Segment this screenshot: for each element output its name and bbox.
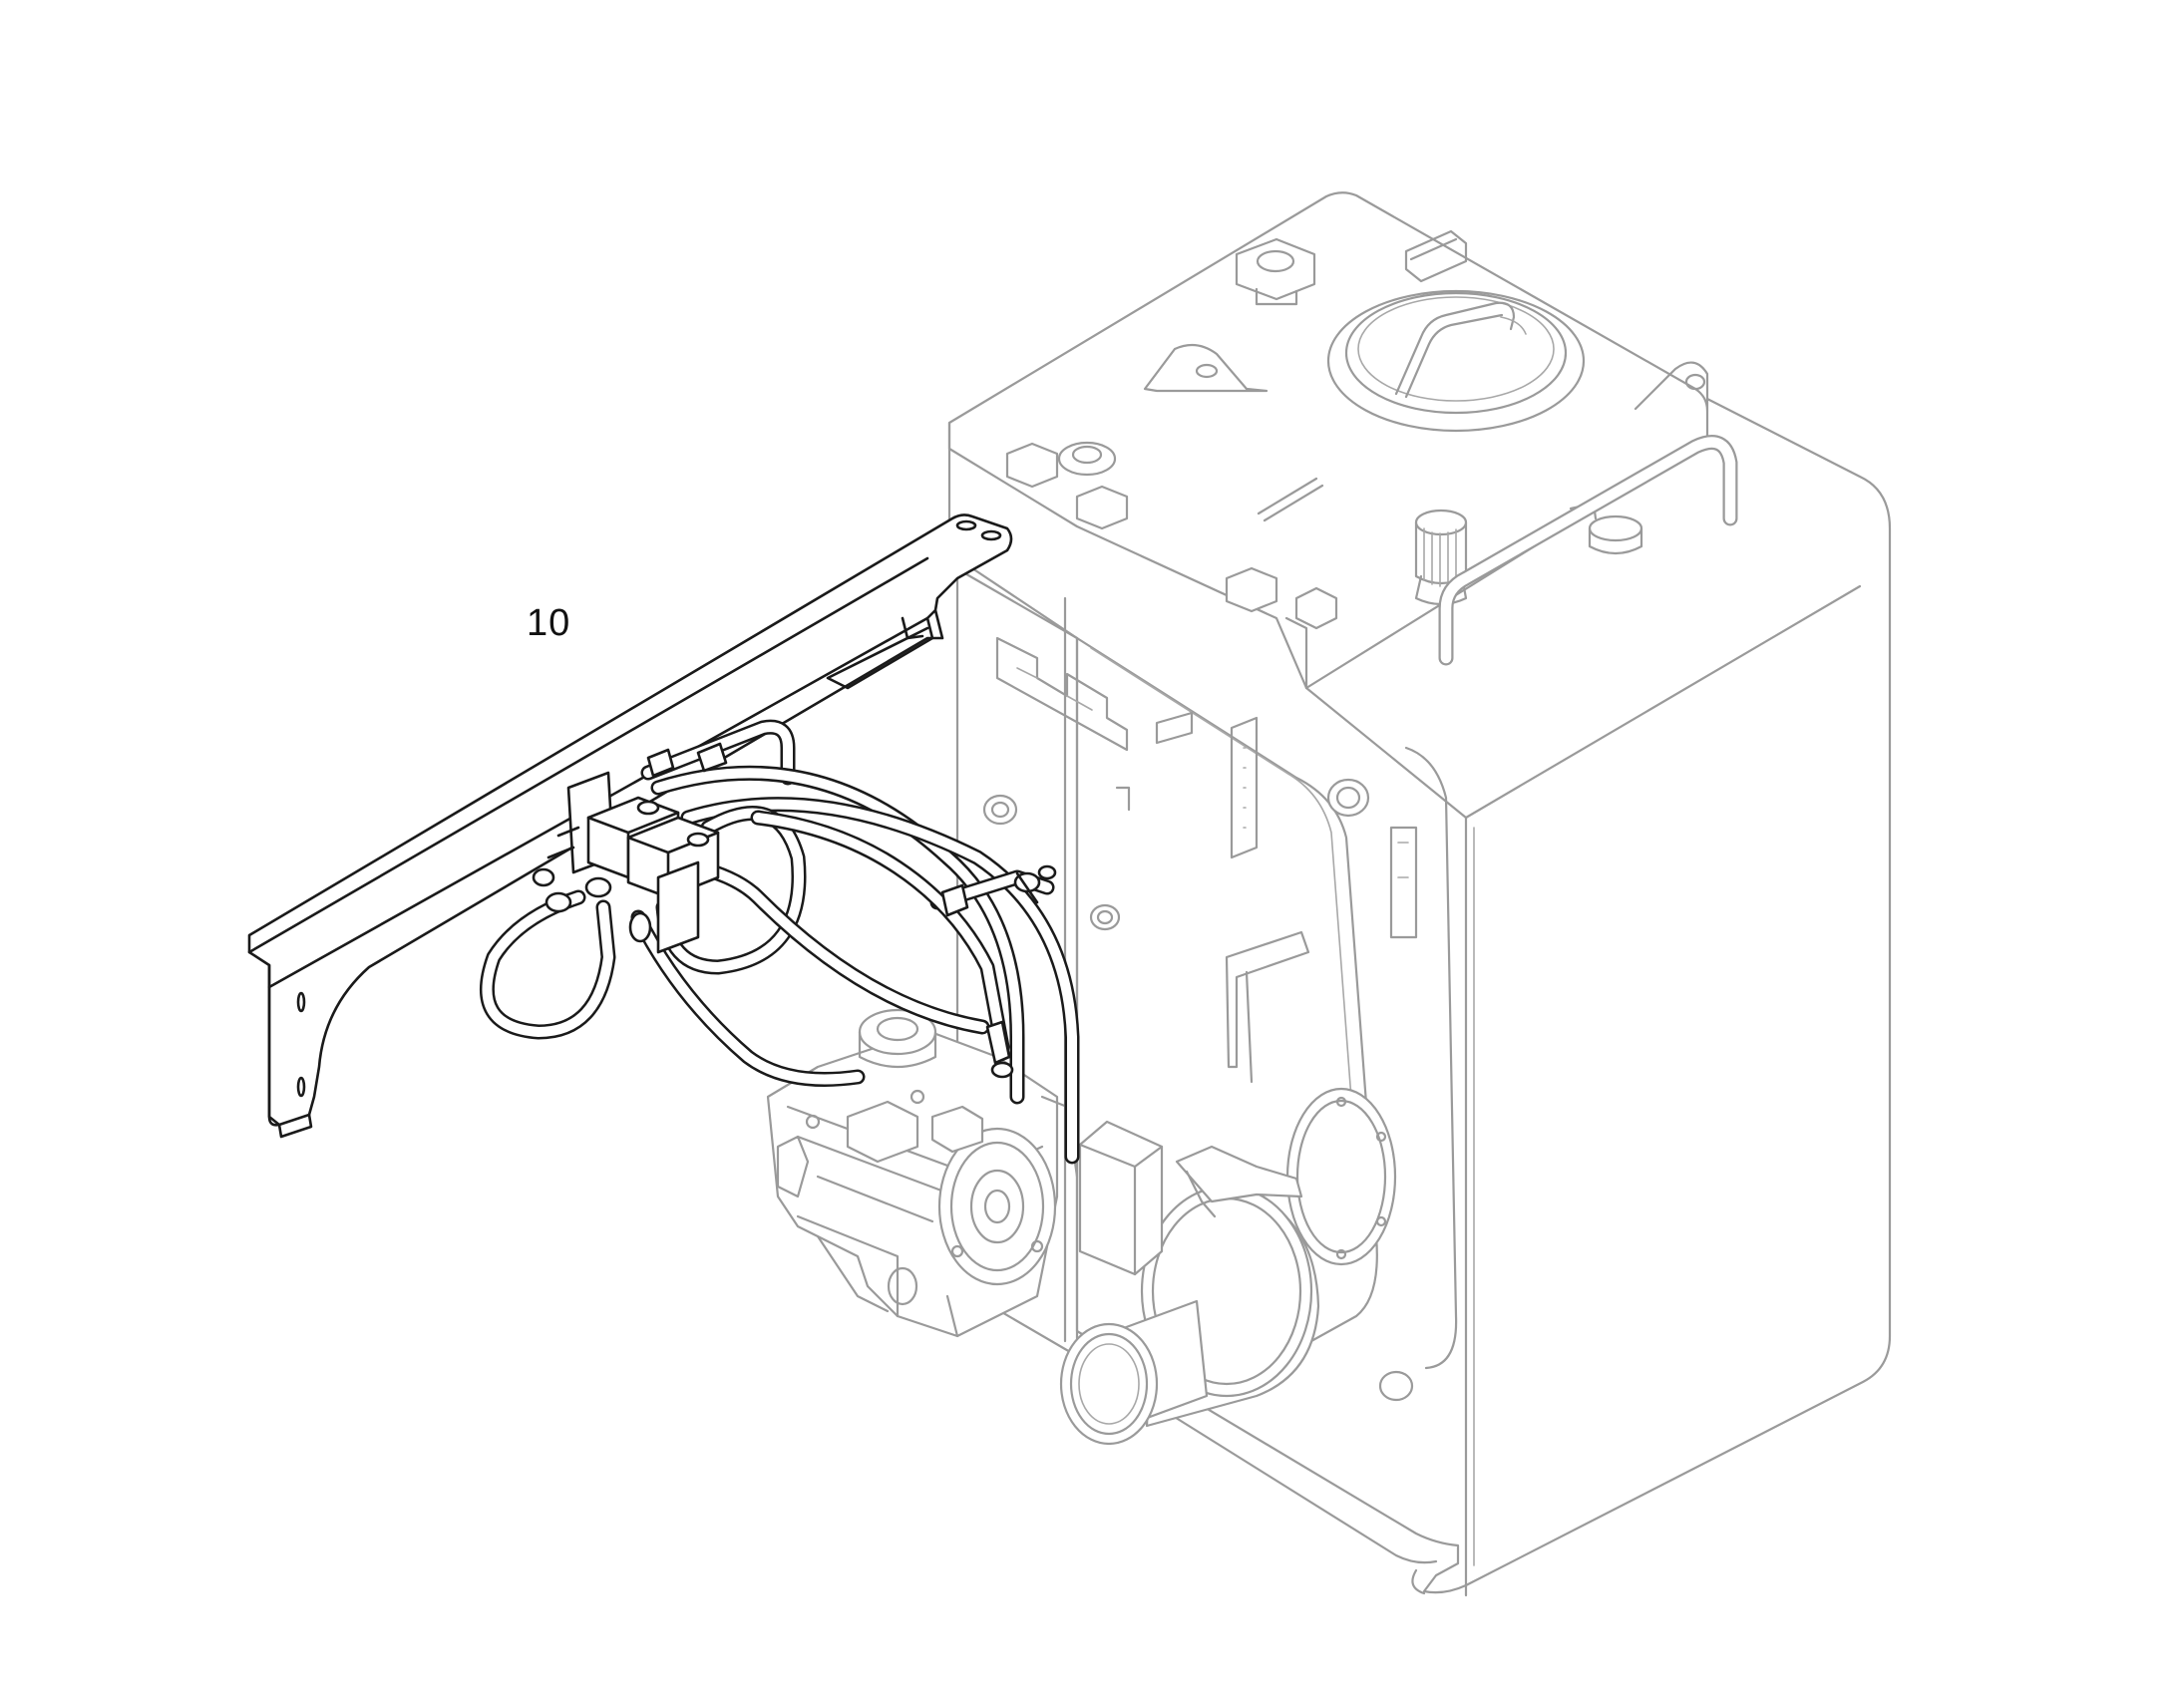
- tank-handrail: [1438, 435, 1738, 666]
- tank-block-2: [1075, 485, 1129, 530]
- breather-cap-icon: [1414, 509, 1468, 606]
- lifting-eye-left: [1143, 343, 1269, 393]
- panel-port-1: [982, 794, 1018, 826]
- tank-block-3: [1225, 566, 1278, 613]
- support-bracket: [247, 513, 1013, 1139]
- perforated-strip: [1230, 716, 1259, 859]
- hydraulic-tank: [947, 191, 1892, 1597]
- tank-fitting-top: [1235, 237, 1316, 306]
- slotted-plate: [995, 636, 1129, 752]
- sight-glass: [1389, 826, 1418, 939]
- panel-port-2: [1326, 778, 1370, 818]
- bracket-slot-3: [296, 991, 306, 1013]
- hydraulic-pump: [766, 1008, 1079, 1338]
- bracket-slot-2: [980, 529, 1002, 541]
- tank-bracket-right: [1404, 229, 1468, 283]
- tank-plug: [1057, 441, 1117, 477]
- cap-handle: [1394, 301, 1516, 396]
- bracket-slot-1: [955, 519, 977, 531]
- pump-fitting: [985, 1020, 1011, 1065]
- pump-flange: [937, 1127, 1057, 1286]
- mid-l-bracket: [1225, 930, 1310, 1069]
- outlet-pipe: [1059, 1185, 1320, 1446]
- bracket-slot-4: [296, 1076, 306, 1098]
- fitting-top: [646, 748, 675, 778]
- suction-port: [1285, 1087, 1397, 1266]
- filter-box: [1078, 1120, 1164, 1276]
- callout-label-10: 10: [527, 602, 571, 644]
- tank-block-1: [1005, 442, 1059, 489]
- valve-block: [532, 742, 1057, 1079]
- level-sensor: [1588, 514, 1643, 542]
- shutoff-lever: [1175, 1145, 1303, 1203]
- lifting-eye-right: [1634, 361, 1709, 411]
